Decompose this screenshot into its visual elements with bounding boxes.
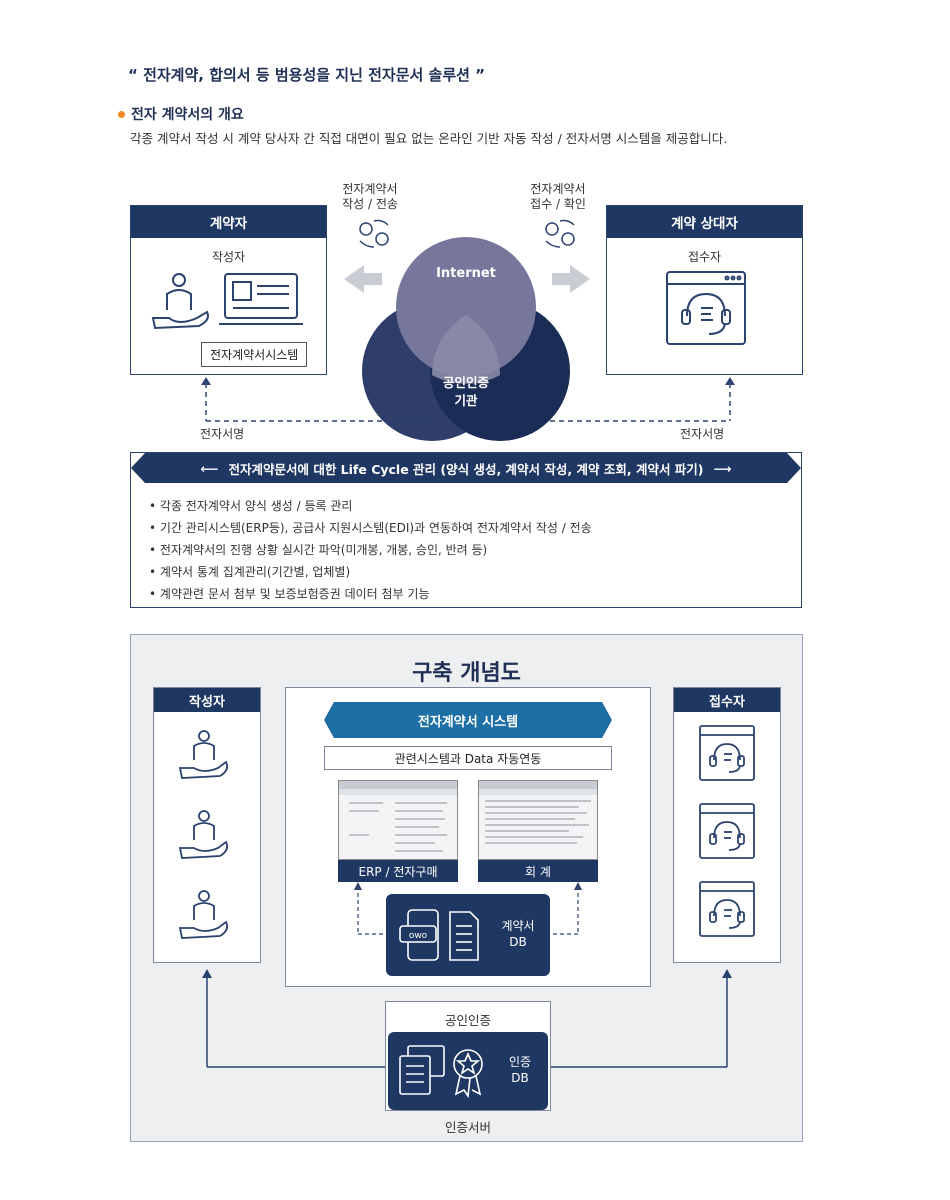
contract-db-box: owo 계약서 DB	[386, 894, 550, 976]
lifecycle-box: ⟵ 전자계약문서에 대한 Life Cycle 관리 (양식 생성, 계약서 작…	[130, 452, 802, 608]
cert-db-line1: 인증	[508, 1055, 532, 1069]
lifecycle-title: 전자계약문서에 대한 Life Cycle 관리 (양식 생성, 계약서 작성,…	[228, 461, 704, 477]
writer-column: 작성자	[153, 687, 261, 963]
hand-person-icon	[178, 890, 229, 939]
cert-db-box: 인증 DB	[388, 1032, 548, 1110]
list-item: 계약서 통계 집계관리(기간별, 업체별)	[149, 561, 801, 583]
cert-connectors	[202, 969, 732, 1068]
build-concept-panel: 구축 개념도 작성자 접수자	[130, 634, 803, 1142]
headset-monitor-icon	[666, 271, 746, 345]
contractor-system-label: 전자계약서시스템	[201, 342, 308, 367]
db-connectors	[354, 882, 582, 935]
contractor-title: 계약자	[131, 206, 326, 238]
accounting-screen-label: 회 계	[478, 860, 598, 882]
headset-monitor-icon	[699, 881, 755, 937]
venn-top-label: Internet	[436, 266, 496, 281]
send-action-line1: 전자계약서	[342, 182, 398, 196]
cert-head: 공인인증	[444, 1013, 491, 1028]
accounting-screen-image	[478, 780, 598, 860]
writer-column-head: 작성자	[154, 688, 260, 712]
section-description: 각종 계약서 작성 시 계약 당사자 간 직접 대면이 필요 없는 온라인 기반…	[130, 131, 728, 146]
receive-action-line1: 전자계약서	[530, 182, 586, 196]
cert-server-label: 인증서버	[444, 1120, 491, 1135]
headset-monitor-icon	[699, 725, 755, 781]
send-action-line2: 작성 / 전송	[342, 197, 398, 211]
writer-icons	[178, 730, 229, 939]
erp-screen-image	[338, 780, 458, 860]
exchange-icon-right	[545, 219, 575, 248]
left-sign-label: 전자서명	[200, 427, 245, 441]
writer-computer-icon	[151, 273, 303, 330]
long-arrow-left-icon: ⟵	[200, 460, 219, 476]
receiver-column-head: 접수자	[674, 688, 780, 712]
long-arrow-right-icon: ⟶	[713, 460, 732, 476]
receiver-column: 접수자	[673, 687, 781, 963]
counterparty-box: 계약 상대자 접수자	[606, 205, 803, 375]
bullet-dot-icon	[118, 110, 125, 118]
exchange-icon-left	[359, 219, 389, 248]
document-chat-icon: owo	[399, 909, 479, 961]
contract-db-label: 계약서 DB	[494, 918, 542, 950]
list-item: 기간 관리시스템(ERP등), 공급사 지원시스템(EDI)과 연동하여 전자계…	[149, 517, 801, 539]
section-title: 전자 계약서의 개요	[131, 107, 244, 123]
system-title: 전자계약서 시스템	[324, 702, 612, 738]
svg-text:owo: owo	[409, 931, 428, 941]
receive-action-line2: 접수 / 확인	[530, 197, 586, 211]
send-action-label: 전자계약서 작성 / 전송	[330, 182, 410, 212]
counterparty-title: 계약 상대자	[607, 206, 802, 238]
signature-connectors	[201, 377, 735, 422]
cert-db-label: 인증 DB	[498, 1054, 542, 1086]
section-heading: 전자 계약서의 개요	[118, 104, 244, 124]
list-item: 각종 전자계약서 양식 생성 / 등록 관리	[149, 495, 801, 517]
cert-db-line2: DB	[511, 1071, 529, 1085]
venn-diagram: Internet 공인인증 기관	[344, 219, 590, 441]
build-title: 구축 개념도	[412, 661, 521, 686]
erp-screen-label: ERP / 전자구매	[338, 860, 458, 882]
server-badge-icon	[399, 1045, 483, 1099]
arrow-right-icon	[552, 265, 590, 293]
arrow-left-icon	[344, 265, 382, 293]
contractor-box: 계약자 작성자 전자계약서시스템	[130, 205, 327, 375]
contract-db-line1: 계약서	[501, 919, 535, 933]
hand-person-icon	[178, 730, 229, 779]
list-item: 계약관련 문서 첨부 및 보증보험증권 데이터 첨부 기능	[149, 583, 801, 605]
lifecycle-header: ⟵ 전자계약문서에 대한 Life Cycle 관리 (양식 생성, 계약서 작…	[131, 453, 801, 483]
list-item: 전자계약서의 진행 상황 실시간 파악(미개봉, 개봉, 승인, 반려 등)	[149, 539, 801, 561]
system-panel: 전자계약서 시스템 관련시스템과 Data 자동연동 ERP / 전자구매	[285, 687, 651, 987]
contractor-role: 작성자	[211, 250, 246, 264]
hand-person-icon	[178, 810, 229, 859]
venn-bottom-line1: 공인인증	[443, 375, 490, 390]
receive-action-label: 전자계약서 접수 / 확인	[518, 182, 598, 212]
headset-monitor-icon	[699, 803, 755, 859]
contract-db-line2: DB	[509, 935, 527, 949]
right-sign-label: 전자서명	[680, 427, 725, 441]
lifecycle-list: 각종 전자계약서 양식 생성 / 등록 관리 기간 관리시스템(ERP등), 공…	[131, 483, 801, 605]
counterparty-role: 접수자	[687, 250, 722, 264]
page-title: “ 전자계약, 합의서 등 범용성을 지닌 전자문서 솔루션 ”	[128, 66, 485, 84]
system-subtitle: 관련시스템과 Data 자동연동	[324, 746, 612, 770]
cert-box: 공인인증 인증 DB	[385, 1001, 551, 1111]
venn-bottom-line2: 기관	[454, 393, 478, 408]
receiver-icons	[699, 725, 755, 937]
